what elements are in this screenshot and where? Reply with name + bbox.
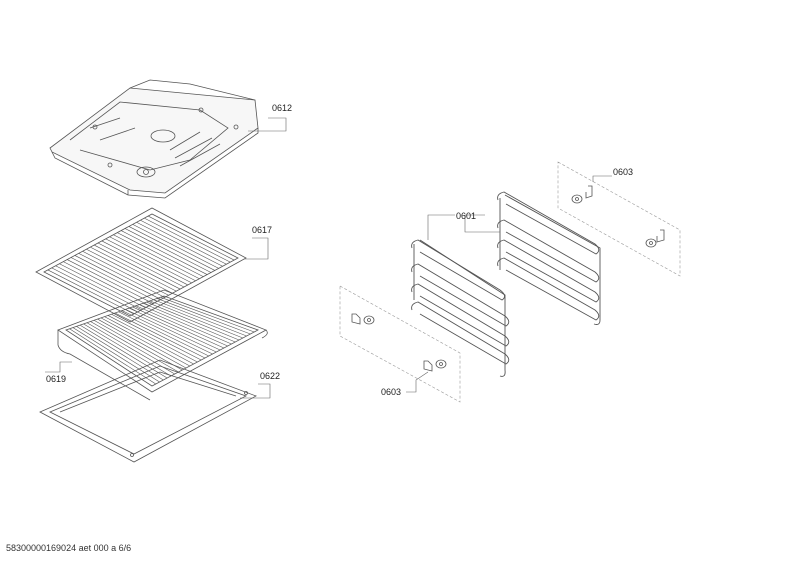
clip-lower-a[interactable] bbox=[352, 314, 374, 324]
rack-wire bbox=[75, 255, 161, 299]
rack-wire bbox=[113, 235, 199, 279]
clips-lower-frame bbox=[339, 285, 461, 403]
rack-wire bbox=[80, 325, 167, 378]
rack-wire bbox=[87, 323, 175, 374]
wire-rack-lower[interactable] bbox=[58, 290, 267, 400]
rack-wire bbox=[90, 247, 176, 291]
label-0603-upper: 0603 bbox=[613, 167, 633, 177]
rack-wire bbox=[94, 320, 182, 370]
rack-wire bbox=[119, 312, 209, 356]
rack-wire bbox=[136, 306, 228, 346]
label-0612: 0612 bbox=[272, 103, 292, 113]
rack-wire bbox=[101, 318, 190, 366]
label-0603-lower: 0603 bbox=[381, 387, 401, 397]
label-0617: 0617 bbox=[252, 225, 272, 235]
leader-0619 bbox=[45, 361, 72, 373]
rack-wire bbox=[94, 245, 180, 289]
side-rail-right[interactable] bbox=[498, 192, 600, 325]
label-0619: 0619 bbox=[46, 374, 66, 384]
rack-wire bbox=[117, 233, 203, 277]
rack-wire bbox=[91, 322, 179, 373]
rack-wire bbox=[133, 224, 219, 268]
rack-wire bbox=[70, 329, 156, 384]
document-footer-id: 58300000169024 aet 000 a 6/6 bbox=[6, 543, 132, 553]
rack-wire bbox=[63, 262, 149, 306]
rack-wire bbox=[161, 297, 255, 332]
rack-wire bbox=[144, 218, 230, 262]
label-0622: 0622 bbox=[260, 371, 280, 381]
rack-wire bbox=[105, 317, 194, 364]
clip-upper-a[interactable] bbox=[572, 186, 592, 203]
rack-wire bbox=[121, 231, 207, 275]
rack-wire bbox=[140, 220, 226, 264]
rack-wire bbox=[73, 328, 160, 382]
clip-upper-b[interactable] bbox=[646, 230, 664, 247]
leader-0617 bbox=[244, 237, 269, 260]
rack-wire bbox=[137, 222, 223, 266]
rack-wire bbox=[126, 309, 217, 352]
rack-wire bbox=[102, 241, 188, 285]
rack-wire bbox=[98, 243, 184, 287]
rack-wire bbox=[56, 266, 142, 310]
rack-wire bbox=[86, 249, 172, 293]
rack-wire bbox=[154, 300, 247, 336]
label-0601: 0601 bbox=[456, 211, 476, 221]
leader-0603-upper bbox=[592, 175, 612, 182]
rack-wire bbox=[147, 302, 240, 340]
clip-lower-b[interactable] bbox=[424, 360, 446, 371]
rack-wire bbox=[150, 301, 243, 338]
rack-wire bbox=[157, 298, 250, 334]
rack-wire bbox=[143, 303, 235, 342]
rack-wire bbox=[71, 258, 157, 302]
rack-wire bbox=[52, 268, 138, 312]
rack-wire bbox=[125, 229, 211, 273]
rack-wire bbox=[129, 308, 220, 350]
rack-wire bbox=[77, 326, 164, 380]
rack-wire bbox=[108, 315, 197, 362]
rack-wire bbox=[122, 311, 213, 354]
rack-wire bbox=[115, 313, 205, 358]
cover-plate[interactable] bbox=[50, 80, 258, 198]
rack-wire bbox=[79, 253, 165, 297]
leader-0603-lower bbox=[406, 371, 429, 393]
baking-tray[interactable] bbox=[40, 360, 256, 462]
rack-wire bbox=[59, 264, 145, 308]
leader-0601 bbox=[427, 214, 500, 240]
leader-0612 bbox=[248, 117, 287, 132]
rack-wire bbox=[112, 314, 202, 360]
rack-wire bbox=[110, 237, 196, 281]
rack-wire bbox=[129, 226, 215, 270]
rack-wire bbox=[48, 270, 134, 314]
rack-wire bbox=[98, 319, 187, 368]
leader-0622 bbox=[240, 383, 271, 399]
rack-wire bbox=[133, 307, 224, 348]
rack-wire bbox=[83, 251, 169, 295]
side-rail-left[interactable] bbox=[412, 240, 509, 376]
wire-rack-upper[interactable] bbox=[36, 208, 246, 322]
rack-wire bbox=[106, 239, 192, 283]
rack-wire bbox=[67, 260, 153, 304]
clips-upper-frame bbox=[557, 161, 681, 277]
rack-wire bbox=[148, 216, 234, 260]
rack-wire bbox=[140, 305, 232, 345]
